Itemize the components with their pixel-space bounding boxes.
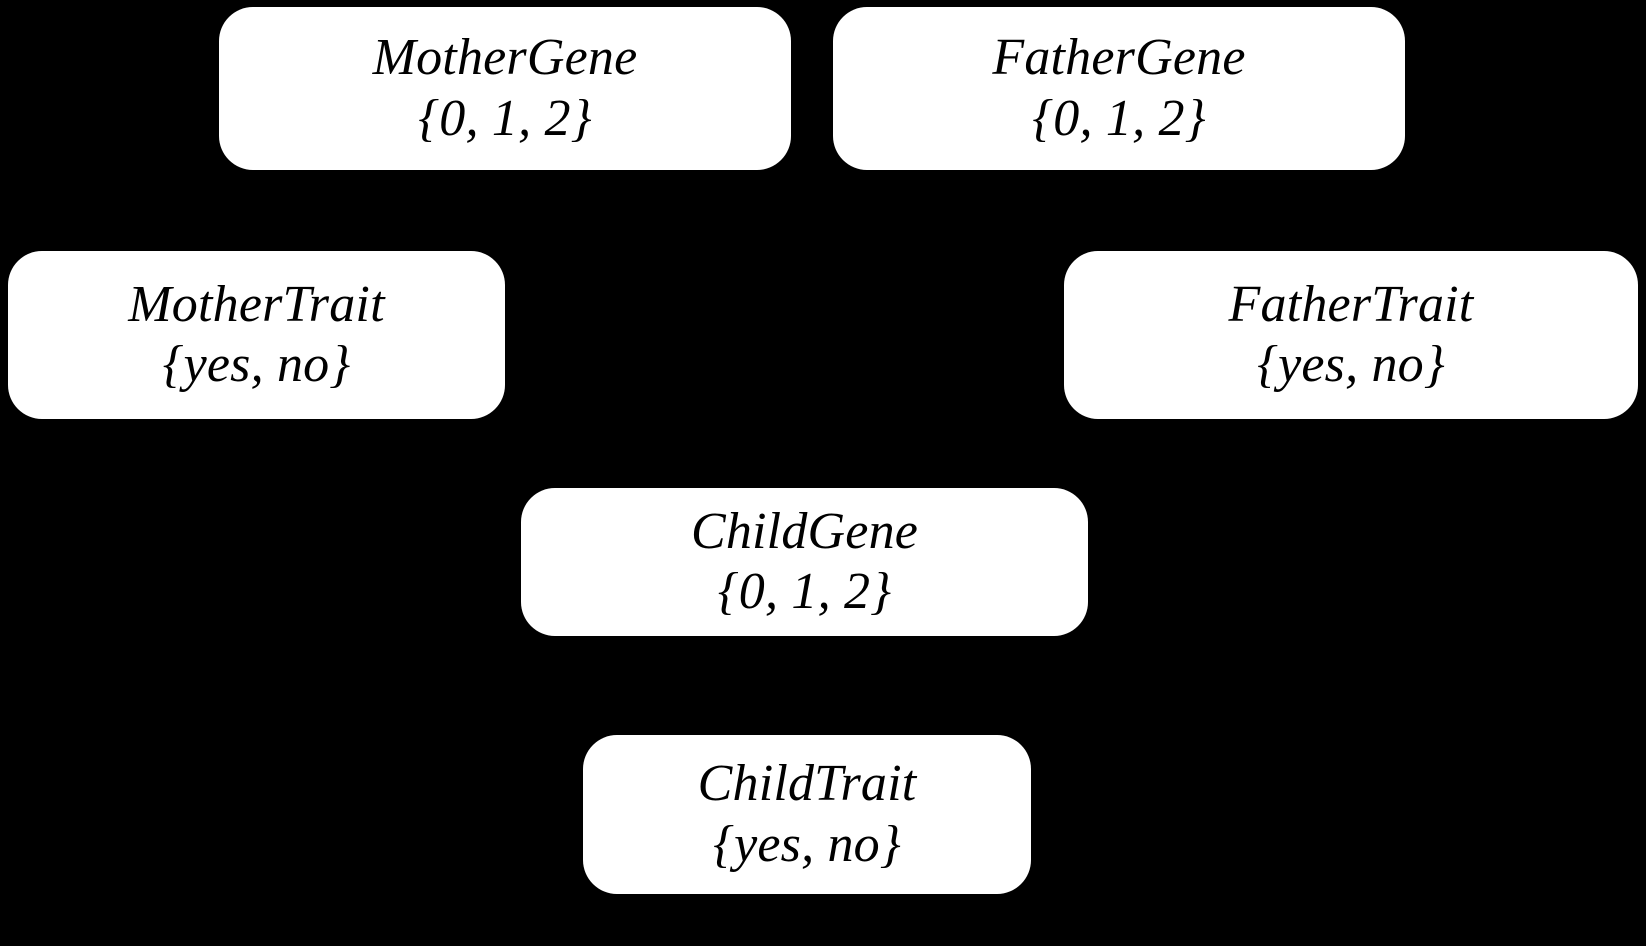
node-father-trait[interactable]: FatherTrait{yes, no} xyxy=(1064,251,1638,419)
node-domain: {0, 1, 2} xyxy=(717,563,892,620)
node-father-gene[interactable]: FatherGene{0, 1, 2} xyxy=(833,7,1405,170)
node-title: ChildGene xyxy=(690,502,919,560)
node-domain: {yes, no} xyxy=(162,336,351,393)
node-title: FatherTrait xyxy=(1228,275,1474,333)
node-title: MotherTrait xyxy=(128,275,385,333)
node-child-gene[interactable]: ChildGene{0, 1, 2} xyxy=(521,488,1088,636)
node-title: FatherGene xyxy=(992,29,1246,87)
node-mother-trait[interactable]: MotherTrait{yes, no} xyxy=(8,251,505,419)
node-child-trait[interactable]: ChildTrait{yes, no} xyxy=(583,735,1031,894)
node-domain: {0, 1, 2} xyxy=(418,89,592,147)
node-title: ChildTrait xyxy=(697,755,917,813)
node-domain: {0, 1, 2} xyxy=(1032,89,1206,147)
node-domain: {yes, no} xyxy=(713,815,901,873)
node-title: MotherGene xyxy=(372,29,638,87)
node-mother-gene[interactable]: MotherGene{0, 1, 2} xyxy=(219,7,791,170)
node-domain: {yes, no} xyxy=(1257,336,1445,393)
